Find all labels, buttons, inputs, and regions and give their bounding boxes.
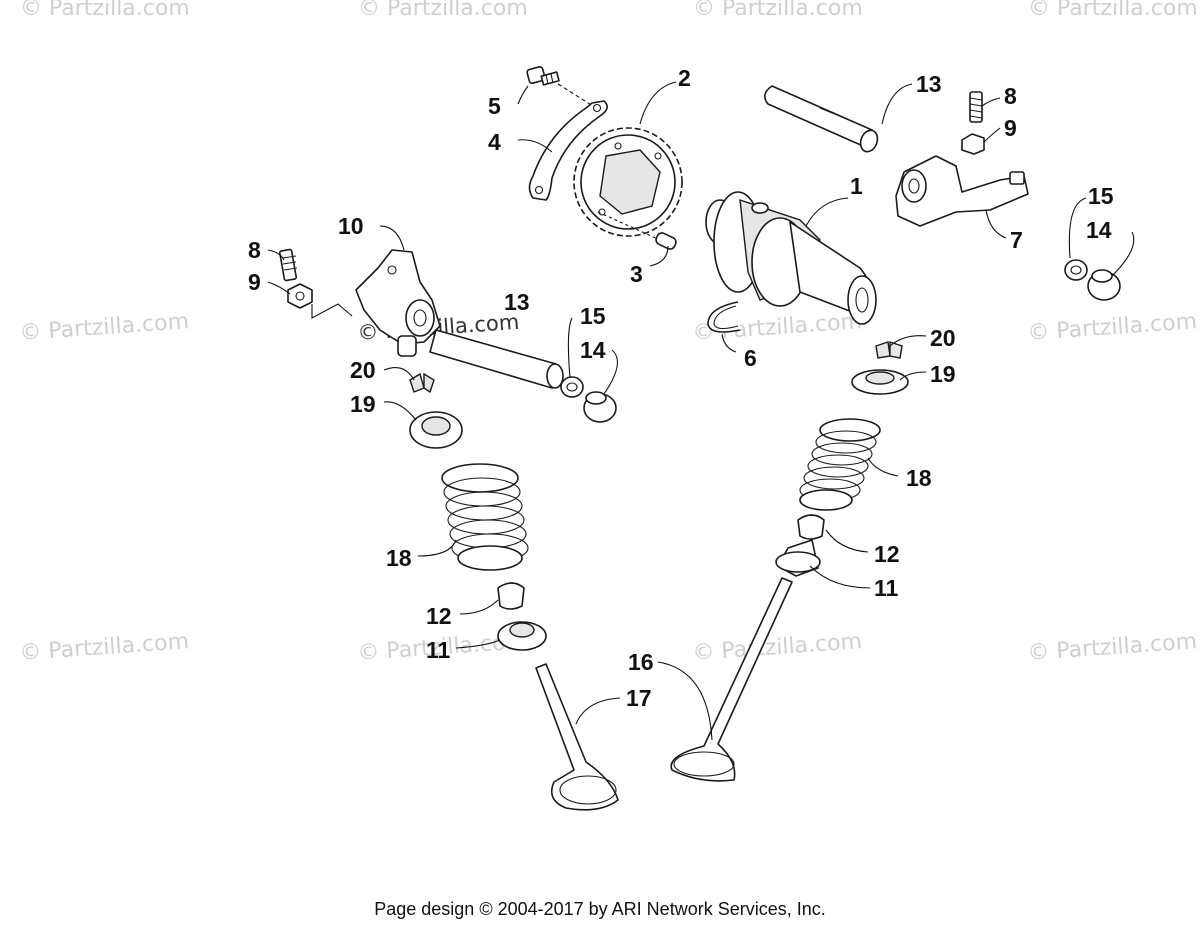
part-spring-retainer-right <box>851 369 909 395</box>
watermark-text: © Partzilla.com <box>692 629 863 666</box>
watermark-layer: © Partzilla.com © Partzilla.com © Partzi… <box>19 0 1198 666</box>
part-guide-plate <box>528 100 608 201</box>
callout-8-right: 8 <box>1004 83 1017 109</box>
watermark-text: © Partzilla.com <box>358 0 528 21</box>
watermark-text: © Partzilla.com <box>1028 0 1198 21</box>
part-adjuster-screw-left <box>279 248 298 282</box>
watermark-text: © Partzilla.com <box>19 309 190 346</box>
callout-1: 1 <box>850 173 863 199</box>
part-valve-keepers-right <box>875 341 903 359</box>
callout-15-right: 15 <box>1088 183 1114 209</box>
callout-4: 4 <box>488 129 501 155</box>
part-rocker-shaft-top <box>764 85 879 153</box>
part-spring-seat-right <box>775 539 821 577</box>
callout-18-right: 18 <box>906 465 932 491</box>
callout-17: 17 <box>626 685 652 711</box>
callout-12-right: 12 <box>874 541 900 567</box>
callout-11-left: 11 <box>426 637 451 663</box>
part-adjuster-screw-right <box>969 91 983 123</box>
callout-19-right: 19 <box>930 361 956 387</box>
callout-7: 7 <box>1010 227 1023 253</box>
callout-11-right: 11 <box>874 575 899 601</box>
part-lock-nut-left <box>287 283 313 309</box>
callout-8-left: 8 <box>248 237 261 263</box>
watermark-text: © Partzilla.com <box>1027 309 1198 346</box>
part-cam-sprocket <box>573 127 683 237</box>
watermark-text: © Partzilla.com <box>693 0 863 21</box>
part-seal-right <box>1064 259 1088 281</box>
part-rocker-arm-left <box>355 249 441 357</box>
callout-14-right: 14 <box>1086 217 1112 243</box>
callout-labels: 5 4 2 3 1 6 7 13 8 9 15 14 10 8 9 13 15 … <box>248 65 1114 711</box>
part-valve-right <box>670 577 793 782</box>
watermark-text: © Partzilla.com <box>20 0 190 21</box>
callout-12-left: 12 <box>426 603 452 629</box>
callout-6: 6 <box>744 345 757 371</box>
part-cap-right <box>1087 269 1121 301</box>
callout-13-left: 13 <box>504 289 530 315</box>
copyright-footer: Page design © 2004-2017 by ARI Network S… <box>374 899 826 919</box>
callout-15-left: 15 <box>580 303 606 329</box>
leader-lines <box>267 81 1135 741</box>
part-retaining-clip <box>707 301 741 333</box>
callout-19-left: 19 <box>350 391 376 417</box>
part-camshaft <box>705 191 877 325</box>
callout-9-left: 9 <box>248 269 261 295</box>
part-bolt <box>526 66 560 86</box>
callout-2: 2 <box>678 65 691 91</box>
callout-16: 16 <box>628 649 654 675</box>
callout-13-top: 13 <box>916 71 942 97</box>
part-lock-nut-right <box>961 133 985 155</box>
callout-18-left: 18 <box>386 545 412 571</box>
callout-5: 5 <box>488 93 501 119</box>
callout-9-right: 9 <box>1004 115 1017 141</box>
callout-20-left: 20 <box>350 357 376 383</box>
part-valve-spring-right <box>799 418 881 511</box>
watermark-text: © Partzilla.com <box>19 629 190 666</box>
part-dowel-pin <box>597 211 677 250</box>
part-valve-keepers-left <box>409 372 435 394</box>
part-cap-left <box>583 391 617 423</box>
part-valve-spring-left <box>441 463 529 571</box>
part-rocker-arm-right <box>895 155 1029 227</box>
part-rocker-shaft-left <box>429 329 564 389</box>
part-spring-retainer-left <box>409 411 463 449</box>
part-valve-seal-left <box>497 582 525 610</box>
part-valve-seal-right <box>797 514 825 540</box>
watermark-text: © Partzilla.com <box>1027 629 1198 666</box>
part-seal-left <box>560 376 584 398</box>
callout-3: 3 <box>630 261 643 287</box>
part-spring-seat-left <box>497 621 547 651</box>
part-valve-left <box>535 663 619 811</box>
callout-20-right: 20 <box>930 325 956 351</box>
callout-10: 10 <box>338 213 364 239</box>
callout-14-left: 14 <box>580 337 606 363</box>
